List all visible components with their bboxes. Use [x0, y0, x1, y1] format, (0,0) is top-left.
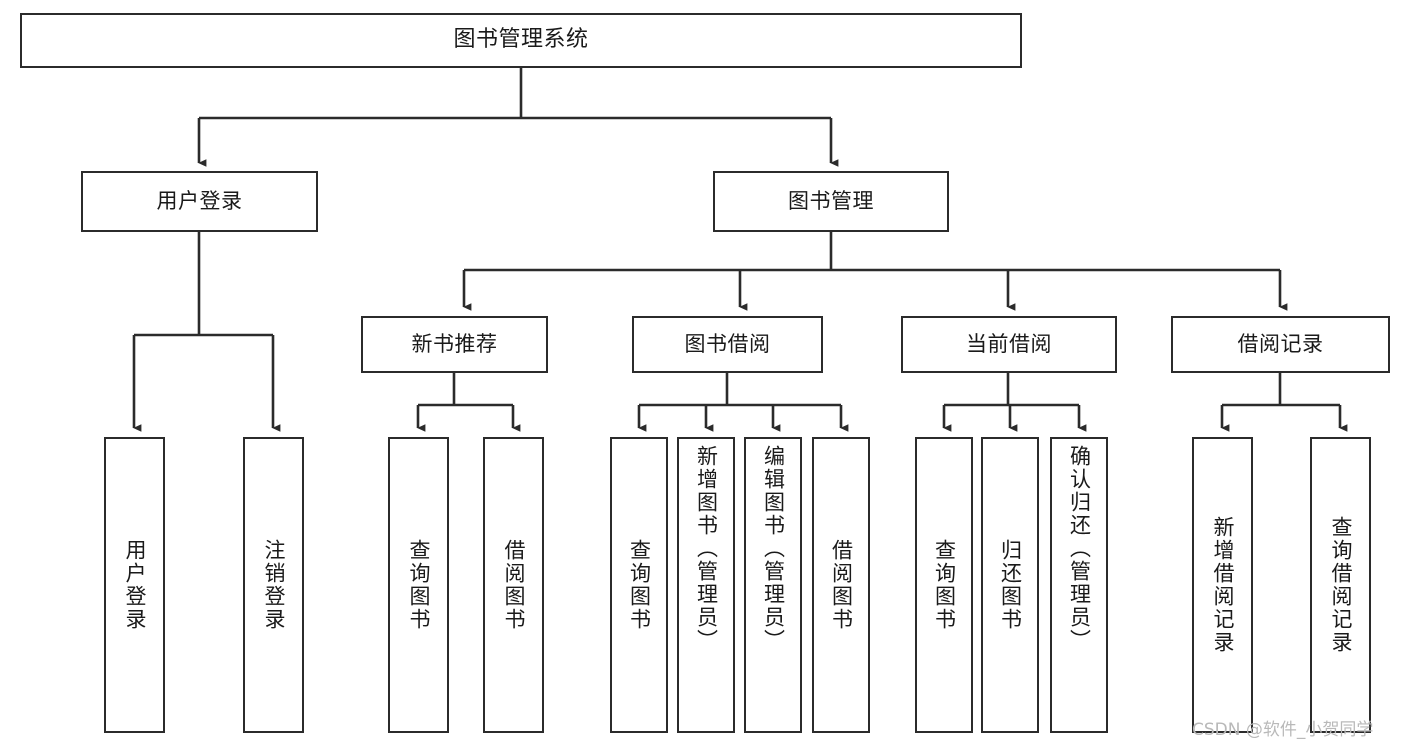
leaf-current-return-book[interactable]: 归还图书	[981, 437, 1039, 733]
node-label: 查询图书	[627, 539, 652, 631]
node-label: 查询图书	[932, 539, 957, 631]
node-label: 归还图书	[998, 539, 1023, 631]
node-label: 图书管理	[788, 188, 874, 213]
node-user-login[interactable]: 用户登录	[81, 171, 318, 232]
leaf-borrow-add-book-admin[interactable]: 新增图书（管理员）	[677, 437, 735, 733]
node-label: 用户登录	[156, 188, 243, 213]
leaf-recommend-borrow-book[interactable]: 借阅图书	[483, 437, 544, 733]
node-label: 新增借阅记录	[1211, 516, 1235, 654]
leaf-record-add-record[interactable]: 新增借阅记录	[1192, 437, 1253, 733]
node-book-borrow[interactable]: 图书借阅	[632, 316, 823, 373]
node-label: 当前借阅	[966, 331, 1052, 356]
node-label: 借阅记录	[1237, 331, 1324, 356]
leaf-borrow-borrow-book[interactable]: 借阅图书	[812, 437, 870, 733]
node-label: 注销登录	[262, 539, 286, 631]
node-label: 查询图书	[407, 539, 431, 631]
node-borrow-record[interactable]: 借阅记录	[1171, 316, 1390, 373]
node-label: 用户登录	[123, 539, 147, 631]
csdn-watermark: CSDN @软件_小贺同学	[1192, 720, 1374, 740]
node-label: 查询借阅记录	[1329, 516, 1353, 654]
leaf-record-query-record[interactable]: 查询借阅记录	[1310, 437, 1371, 733]
node-current-borrow[interactable]: 当前借阅	[901, 316, 1117, 373]
node-label: 图书借阅	[684, 331, 771, 356]
node-book-management[interactable]: 图书管理	[713, 171, 949, 232]
node-label: 确认归还（管理员）	[1067, 445, 1092, 652]
node-label: 新增图书（管理员）	[694, 445, 719, 652]
node-label: 新书推荐	[411, 331, 498, 356]
leaf-user-login-login[interactable]: 用户登录	[104, 437, 165, 733]
leaf-recommend-query-book[interactable]: 查询图书	[388, 437, 449, 733]
leaf-borrow-query-book[interactable]: 查询图书	[610, 437, 668, 733]
node-label: 编辑图书（管理员）	[761, 445, 786, 652]
node-label: 借阅图书	[829, 539, 854, 631]
node-new-book-recommend[interactable]: 新书推荐	[361, 316, 548, 373]
node-root-system[interactable]: 图书管理系统	[20, 13, 1022, 68]
leaf-current-query-book[interactable]: 查询图书	[915, 437, 973, 733]
leaf-borrow-edit-book-admin[interactable]: 编辑图书（管理员）	[744, 437, 802, 733]
node-label: 借阅图书	[502, 539, 526, 631]
leaf-user-login-logout[interactable]: 注销登录	[243, 437, 304, 733]
node-label: 图书管理系统	[453, 27, 589, 53]
leaf-current-confirm-return-admin[interactable]: 确认归还（管理员）	[1050, 437, 1108, 733]
